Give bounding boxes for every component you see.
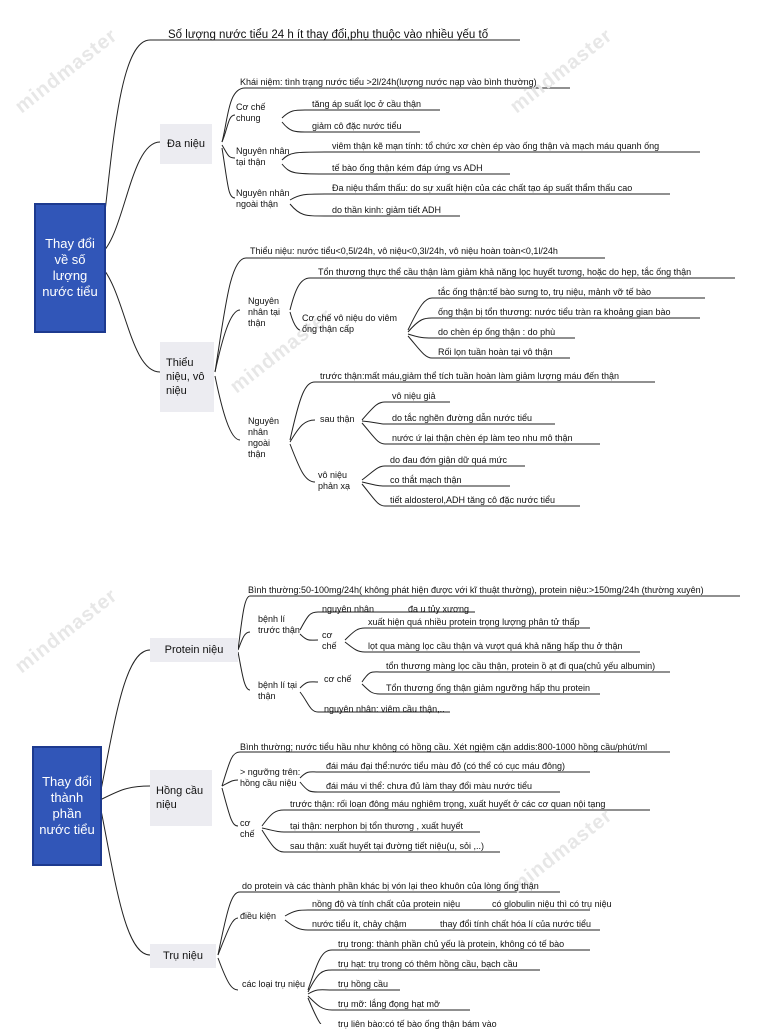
co-che-label: cơ chế [240, 818, 255, 839]
ton-thuong-text: Tổn thương thực thể cầu thận làm giảm kh… [318, 267, 692, 277]
co-che-item: xuất hiện quá nhiều protein trọng lượng … [368, 617, 580, 627]
thieu-nieu-def: Thiểu niệu: nước tiểu<0,5l/24h, vô niệu<… [250, 246, 558, 256]
co-che-item: giảm cô đặc nước tiểu [312, 121, 402, 131]
dieu-kien-item: nước tiểu ít, chảy chậm [312, 919, 407, 929]
tai-than-nguyen-nhan: nguyên nhân: viêm cầu thận,.. [324, 704, 445, 714]
nn-ngoai-than-label: Nguyên nhân ngoài thận [236, 188, 290, 209]
phan-xa-item: tiết aldosterol,ADH tăng cô đặc nước tiể… [390, 495, 556, 505]
dieu-kien-label: điều kiện [240, 911, 277, 921]
branch-da-nieu: Đa niệu [160, 124, 212, 164]
nguong-item: đái máu đại thể:nước tiểu màu đỏ (có thể… [326, 761, 566, 771]
co-che-item: sau thận: xuất huyết tại đường tiết niệu… [290, 841, 485, 851]
cac-loai-item: trụ liên bào:có tế bào ống thận bám vào [338, 1019, 497, 1029]
cac-loai-item: trụ trong: thành phần chủ yếu là protein… [338, 939, 565, 949]
co-che-chung-label: Cơ chế chung [236, 102, 266, 123]
sau-than-item: do tắc nghẽn đường dẫn nước tiểu [392, 413, 532, 423]
sau-than-item: vô niệu giả [392, 391, 436, 401]
dieu-kien-item: có globulin niệu thì có trụ niệu [492, 899, 612, 909]
root-node-quantity: Thay đổi về số lượng nước tiểu [34, 203, 106, 333]
protein-binh-thuong: Bình thường:50-100mg/24h( không phát hiệ… [248, 585, 704, 595]
nguyen-nhan-label: nguyên nhân [322, 604, 375, 614]
nn-tai-than-item: viêm thận kẽ mạn tính: tổ chức xơ chèn é… [332, 141, 660, 151]
nn-tai-than-label: Nguyên nhân tại thận [236, 146, 290, 167]
nguong-item: đái máu vi thể: chưa đủ làm thay đổi màu… [326, 781, 533, 791]
branch-thieu-nieu: Thiểu niệu, vô niệu [160, 342, 214, 412]
co-che-item: trước thận: rối loạn đông máu nghiêm trọ… [290, 799, 606, 809]
phan-xa-item: co thắt mạch thận [390, 475, 462, 485]
tai-than-co-che-item: Tổn thương ống thận giảm ngưỡng hấp thu … [386, 683, 590, 693]
co-che-item: ống thận bị tổn thương: nước tiểu tràn r… [438, 307, 671, 317]
benh-li-tai-than-label: bệnh lí tại thận [258, 680, 298, 701]
co-che-item: tại thận: nerphon bị tổn thương , xuất h… [290, 821, 464, 831]
truoc-than-text: trước thận:mất máu,giảm thể tích tuần ho… [320, 371, 620, 381]
nn-ngoai-than-item: do thần kinh: giảm tiết ADH [332, 205, 442, 215]
cac-loai-item: trụ mỡ: lắng đọng hạt mỡ [338, 999, 440, 1009]
co-che-item: tắc ống thận:tế bào sưng to, trụ niệu, m… [438, 287, 652, 297]
co-che-vo-nieu-label: Cơ chế vô niệu do viêm ống thận cấp [302, 313, 397, 334]
branch-tru-nieu: Trụ niệu [150, 944, 216, 968]
nn-tai-than-item: tế bào ống thận kém đáp ứng vs ADH [332, 163, 483, 173]
dieu-kien-item: nồng độ và tính chất của protein niệu [312, 899, 461, 909]
branch-hong-cau-nieu: Hồng cầu niệu [150, 770, 212, 826]
da-nieu-khai-niem: Khái niệm: tình trạng nước tiểu >2l/24h(… [240, 77, 537, 87]
phan-xa-item: do đau đớn giận dữ quá mức [390, 455, 508, 465]
phan-xa-label: vô niệu phản xạ [318, 470, 351, 491]
branch-protein-nieu: Protein niệu [150, 638, 238, 662]
co-che-item: Rối lọn tuần hoàn tại vô thận [438, 347, 553, 357]
cac-loai-item: trụ hạt: trụ trong có thêm hồng cầu, bạc… [338, 959, 518, 969]
top-note: Số lượng nước tiểu 24 h ít thay đổi,phụ … [168, 29, 489, 41]
sau-than-label: sau thận [320, 414, 355, 424]
co-che-item: tăng áp suất lọc ở cầu thận [312, 99, 421, 109]
tru-nieu-def: do protein và các thành phần khác bị vón… [242, 881, 539, 891]
nn-ngoai-than-item: Đa niệu thẩm thấu: do sự xuất hiện của c… [332, 183, 633, 193]
nguyen-nhan-value: đa u tủy xương [408, 604, 469, 614]
hong-cau-binh-thuong: Bình thường; nước tiểu hầu như không có … [240, 742, 648, 752]
cac-loai-label: các loại trụ niệu [242, 979, 306, 989]
tai-than-co-che-item: tổn thương màng lọc cầu thận, protein ồ … [386, 661, 656, 671]
co-che-item: do chèn ép ống thận : do phù [438, 327, 556, 337]
dieu-kien-item: thay đổi tính chất hóa lí của nước tiểu [440, 919, 592, 929]
sau-than-item: nước ứ lại thận chèn ép làm teo nhu mô t… [392, 433, 573, 443]
nn-ngoai-than-label: Nguyên nhân ngoài thận [248, 416, 280, 459]
cac-loai-item: trụ hồng cầu [338, 979, 389, 989]
root-node-composition: Thay đổi thành phần nước tiểu [32, 746, 102, 866]
co-che-item: lọt qua màng lọc cầu thận và vượt quá kh… [368, 641, 623, 651]
nn-tai-than-label: Nguyên nhân tại thận [248, 296, 281, 328]
nguong-label: > ngưỡng trên: hồng cầu niệu [240, 767, 301, 788]
tai-than-co-che-label: cơ chế [324, 674, 352, 684]
benh-li-truoc-than-label: bệnh lí trước thận [258, 614, 300, 635]
co-che-label: cơ chế [322, 630, 337, 651]
